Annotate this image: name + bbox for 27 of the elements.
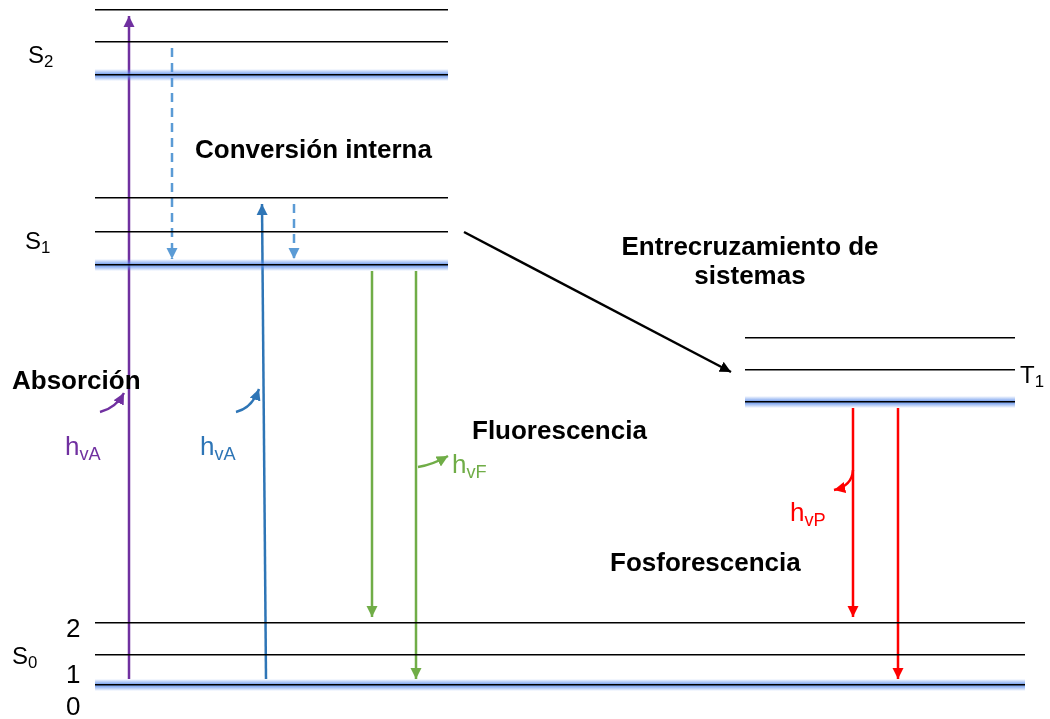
state-label: S$_{2}$	[28, 42, 54, 72]
level-number: 1	[66, 660, 81, 689]
arrow	[256, 204, 268, 679]
dashed-arrow	[288, 204, 300, 259]
arrow	[463, 230, 732, 374]
photon-energy-label: h$_{vF}$	[452, 450, 487, 482]
ground-energy-level	[95, 259, 448, 271]
state-label: T$_{1}$	[1020, 362, 1044, 392]
ground-energy-level	[95, 69, 448, 81]
state-label: S$_{1}$	[25, 228, 51, 258]
arrow	[892, 408, 904, 679]
process-label: Conversión interna	[195, 135, 432, 164]
level-number: 0	[66, 692, 81, 719]
process-label: Fosforescencia	[610, 548, 801, 577]
arrow	[366, 271, 378, 617]
level-number: 2	[66, 614, 81, 643]
arrow	[847, 408, 859, 617]
process-label: Fluorescencia	[472, 416, 647, 445]
arrow	[123, 16, 135, 679]
ground-energy-level	[745, 396, 1015, 408]
arrow	[410, 271, 422, 679]
dashed-arrow	[166, 48, 178, 259]
photon-energy-label: h$_{vP}$	[790, 498, 826, 530]
photon-energy-label: h$_{vA}$	[200, 432, 236, 464]
ground-energy-level	[95, 679, 1025, 691]
photon-energy-label: h$_{vA}$	[65, 432, 101, 464]
state-label: S$_{0}$	[12, 643, 38, 673]
